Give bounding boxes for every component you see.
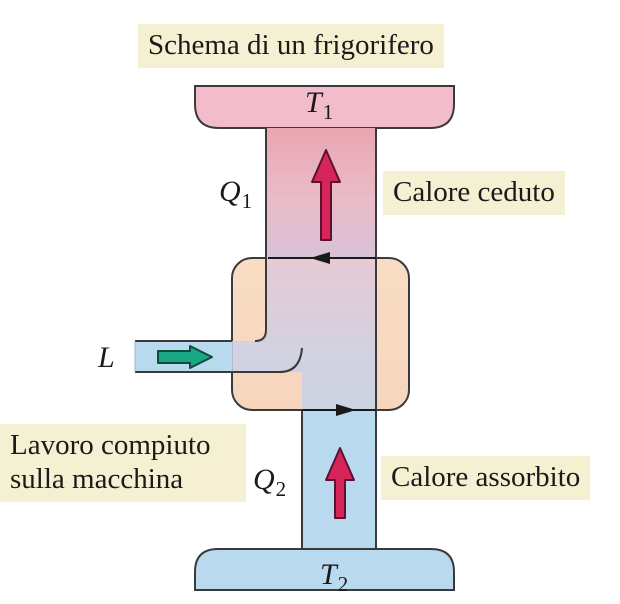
heat-out-arrow <box>311 149 341 241</box>
work-label-line1: Lavoro compiuto <box>10 429 211 461</box>
hot-reservoir <box>194 85 455 129</box>
hot-reservoir-symbol: T <box>305 86 322 119</box>
work-label: Lavoro compiuto sulla macchina <box>0 424 246 502</box>
cold-reservoir-label: T2 <box>320 560 348 595</box>
heat-out-symbol: Q <box>219 175 241 208</box>
heat-in-label: Calore assorbito <box>381 456 591 500</box>
flow-arrowhead-left <box>310 252 330 264</box>
cold-reservoir-subscript: 2 <box>337 572 349 596</box>
flow-arrowhead-right <box>336 404 356 416</box>
heat-out-subscript: 1 <box>241 189 253 213</box>
cold-reservoir-symbol: T <box>320 558 337 591</box>
cold-reservoir <box>194 548 455 591</box>
heat-in-subscript: 2 <box>275 477 287 501</box>
heat-in-arrow <box>325 447 355 519</box>
work-symbol: L <box>98 341 115 374</box>
heat-in-symbol-label: Q2 <box>253 465 286 500</box>
hot-reservoir-subscript: 1 <box>322 100 334 124</box>
heat-out-label: Calore ceduto <box>383 171 565 215</box>
heat-in-symbol: Q <box>253 463 275 496</box>
work-arrow <box>157 345 213 369</box>
heat-out-symbol-label: Q1 <box>219 177 252 212</box>
work-label-line2: sulla macchina <box>10 463 184 495</box>
hot-reservoir-label: T1 <box>305 88 333 123</box>
diagram-title: Schema di un frigorifero <box>138 24 444 68</box>
